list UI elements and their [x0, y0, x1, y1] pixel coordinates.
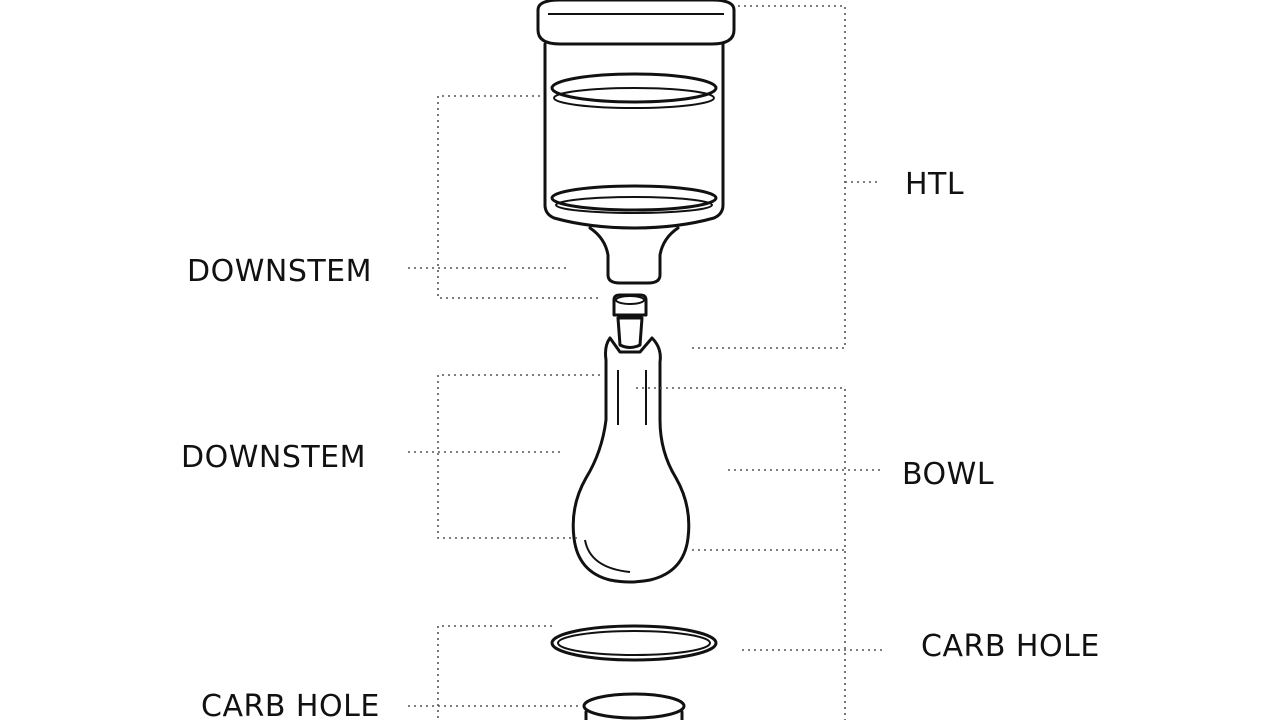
- liquid-ring-top-inner: [553, 87, 715, 109]
- ring-large: [550, 624, 718, 662]
- plug-top-ring: [615, 295, 645, 305]
- flask-base-curve: [584, 539, 631, 573]
- tube-funnel: [588, 226, 680, 285]
- label-bowl: BOWL: [902, 457, 994, 492]
- leader-downstem-upper-bracket: [437, 95, 600, 299]
- tube-body: [543, 42, 725, 230]
- label-htl: HTL: [905, 167, 964, 202]
- tube-top-cap: [536, 0, 736, 46]
- o-ring-outer: [550, 624, 718, 662]
- connector-plug: [612, 293, 648, 349]
- leader-downstem-lower-bracket: [437, 374, 600, 539]
- plug-top: [612, 293, 648, 317]
- disc-sides: [584, 710, 684, 720]
- plug-bottom: [616, 316, 644, 349]
- flask-body: [571, 336, 691, 584]
- label-carb-hole-right: CARB HOLE: [921, 629, 1100, 664]
- disc-small: [582, 692, 686, 720]
- leader-lines: [408, 5, 885, 720]
- liquid-ring-bottom: [550, 184, 718, 212]
- o-ring-inner: [557, 630, 711, 656]
- label-downstem-lower: DOWNSTEM: [181, 440, 366, 475]
- leader-bowl-bracket: [636, 387, 846, 720]
- label-downstem-upper: DOWNSTEM: [187, 254, 372, 289]
- label-carb-hole-left: CARB HOLE: [201, 689, 380, 720]
- leader-htl-bracket: [690, 5, 846, 349]
- liquid-ring-top: [550, 72, 718, 104]
- leader-carb-left-bracket: [437, 625, 552, 720]
- tube-chamber: [536, 0, 736, 285]
- liquid-ring-bottom-inner: [555, 196, 713, 214]
- disc-top: [582, 692, 686, 720]
- downstem-flask: [571, 336, 691, 584]
